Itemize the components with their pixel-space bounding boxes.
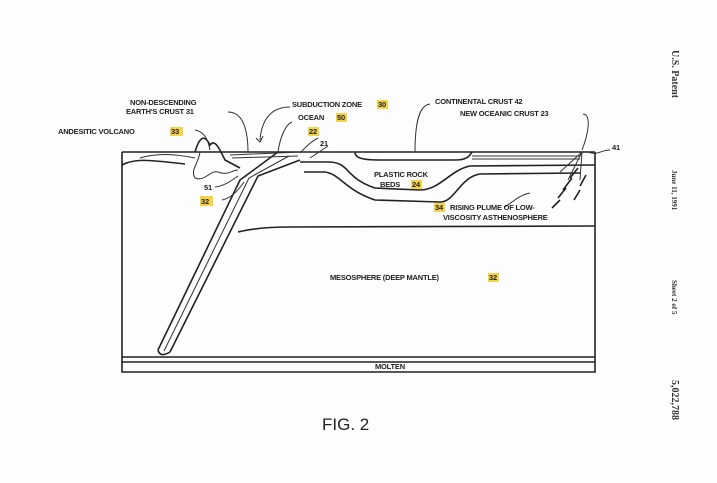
label-mesosphere-number: 32 (489, 273, 497, 282)
ocean-floor-hatching (229, 151, 301, 159)
andesitic-volcano (139, 137, 241, 180)
leader-line (277, 121, 293, 153)
label-continental-crust: CONTINENTAL CRUST 42 (435, 97, 522, 106)
plume-strokes (551, 167, 587, 209)
label-non-descending: NON-DESCENDING (130, 98, 197, 107)
label-subduction-zone: SUBDUCTION ZONE (292, 100, 362, 109)
slab-lower-edge (169, 159, 301, 353)
slab-center-line (163, 155, 290, 352)
plume-rays (559, 151, 583, 181)
leader-line (504, 192, 531, 208)
label-ocean-number: 50 (337, 113, 345, 122)
earth-cross-section (121, 151, 596, 373)
highlight (377, 100, 388, 109)
sheet-number: Sheet 2 of 5 (670, 280, 678, 315)
subducting-slab (157, 151, 301, 356)
label-ocean: OCEAN (298, 113, 324, 122)
rising-plume (551, 151, 587, 209)
leader-line (214, 175, 239, 188)
label-plastic-number: 24 (412, 180, 421, 189)
patent-label: U.S. Patent (669, 50, 680, 99)
label-ref-41: 41 (612, 143, 620, 152)
label-beds: BEDS (380, 180, 400, 189)
volcano-conduit (192, 151, 239, 180)
plastic-rock-base (304, 171, 581, 203)
lithosphere-base (300, 161, 596, 191)
patent-number: 5,022,788 (669, 380, 680, 420)
highlight (170, 127, 183, 136)
highlight (336, 113, 347, 122)
leader-line (587, 149, 611, 154)
label-ref-32: 32 (201, 197, 209, 206)
patent-side-header: U.S. Patent June 11, 1991 Sheet 2 of 5 5… (669, 50, 680, 420)
leader-line (259, 106, 291, 141)
label-plastic-rock: PLASTIC ROCK (374, 170, 429, 179)
slab-upper-edge (157, 151, 279, 351)
asthenosphere-base (237, 225, 596, 233)
leader-line (194, 129, 211, 151)
label-earths-crust: EARTH'S CRUST 31 (126, 107, 194, 116)
label-rising-plume: RISING PLUME OF LOW- (450, 203, 535, 212)
leader-line (221, 181, 245, 201)
arrow-icon (255, 135, 264, 143)
highlight (308, 127, 319, 136)
leader-lines (194, 103, 611, 208)
leader-line (414, 103, 431, 153)
leader-line (227, 111, 249, 153)
highlight (200, 196, 213, 206)
outer-frame (121, 152, 596, 373)
label-asthenosphere: VISCOSITY ASTHENOSPHERE (443, 213, 548, 222)
label-ref-21: 21 (320, 139, 328, 148)
left-crust-base (121, 159, 186, 166)
highlight (434, 203, 445, 212)
patent-date: June 11, 1991 (670, 170, 678, 211)
highlight (488, 273, 499, 282)
label-mesosphere: MESOSPHERE (DEEP MANTLE) (330, 273, 440, 282)
label-plume-number: 34 (435, 203, 444, 212)
label-ref-22: 22 (309, 127, 317, 136)
slab-tip (157, 349, 171, 356)
label-subduction-number: 30 (378, 100, 386, 109)
label-molten: MOLTEN (375, 362, 405, 371)
leader-line (309, 145, 329, 159)
volcano-cone (194, 137, 241, 169)
volcano-flank (139, 154, 196, 159)
leader-line (299, 137, 319, 154)
figure-caption: FIG. 2 (322, 415, 369, 434)
label-ref-51: 51 (204, 183, 212, 192)
new-oceanic-crust (472, 155, 580, 160)
label-volcano-number: 33 (171, 127, 179, 136)
label-andesitic-volcano: ANDESITIC VOLCANO (58, 127, 135, 136)
highlight (411, 180, 422, 189)
label-new-oceanic-crust: NEW OCEANIC CRUST 23 (460, 109, 549, 118)
leader-line (581, 113, 589, 151)
continental-crust-lens (354, 151, 473, 161)
